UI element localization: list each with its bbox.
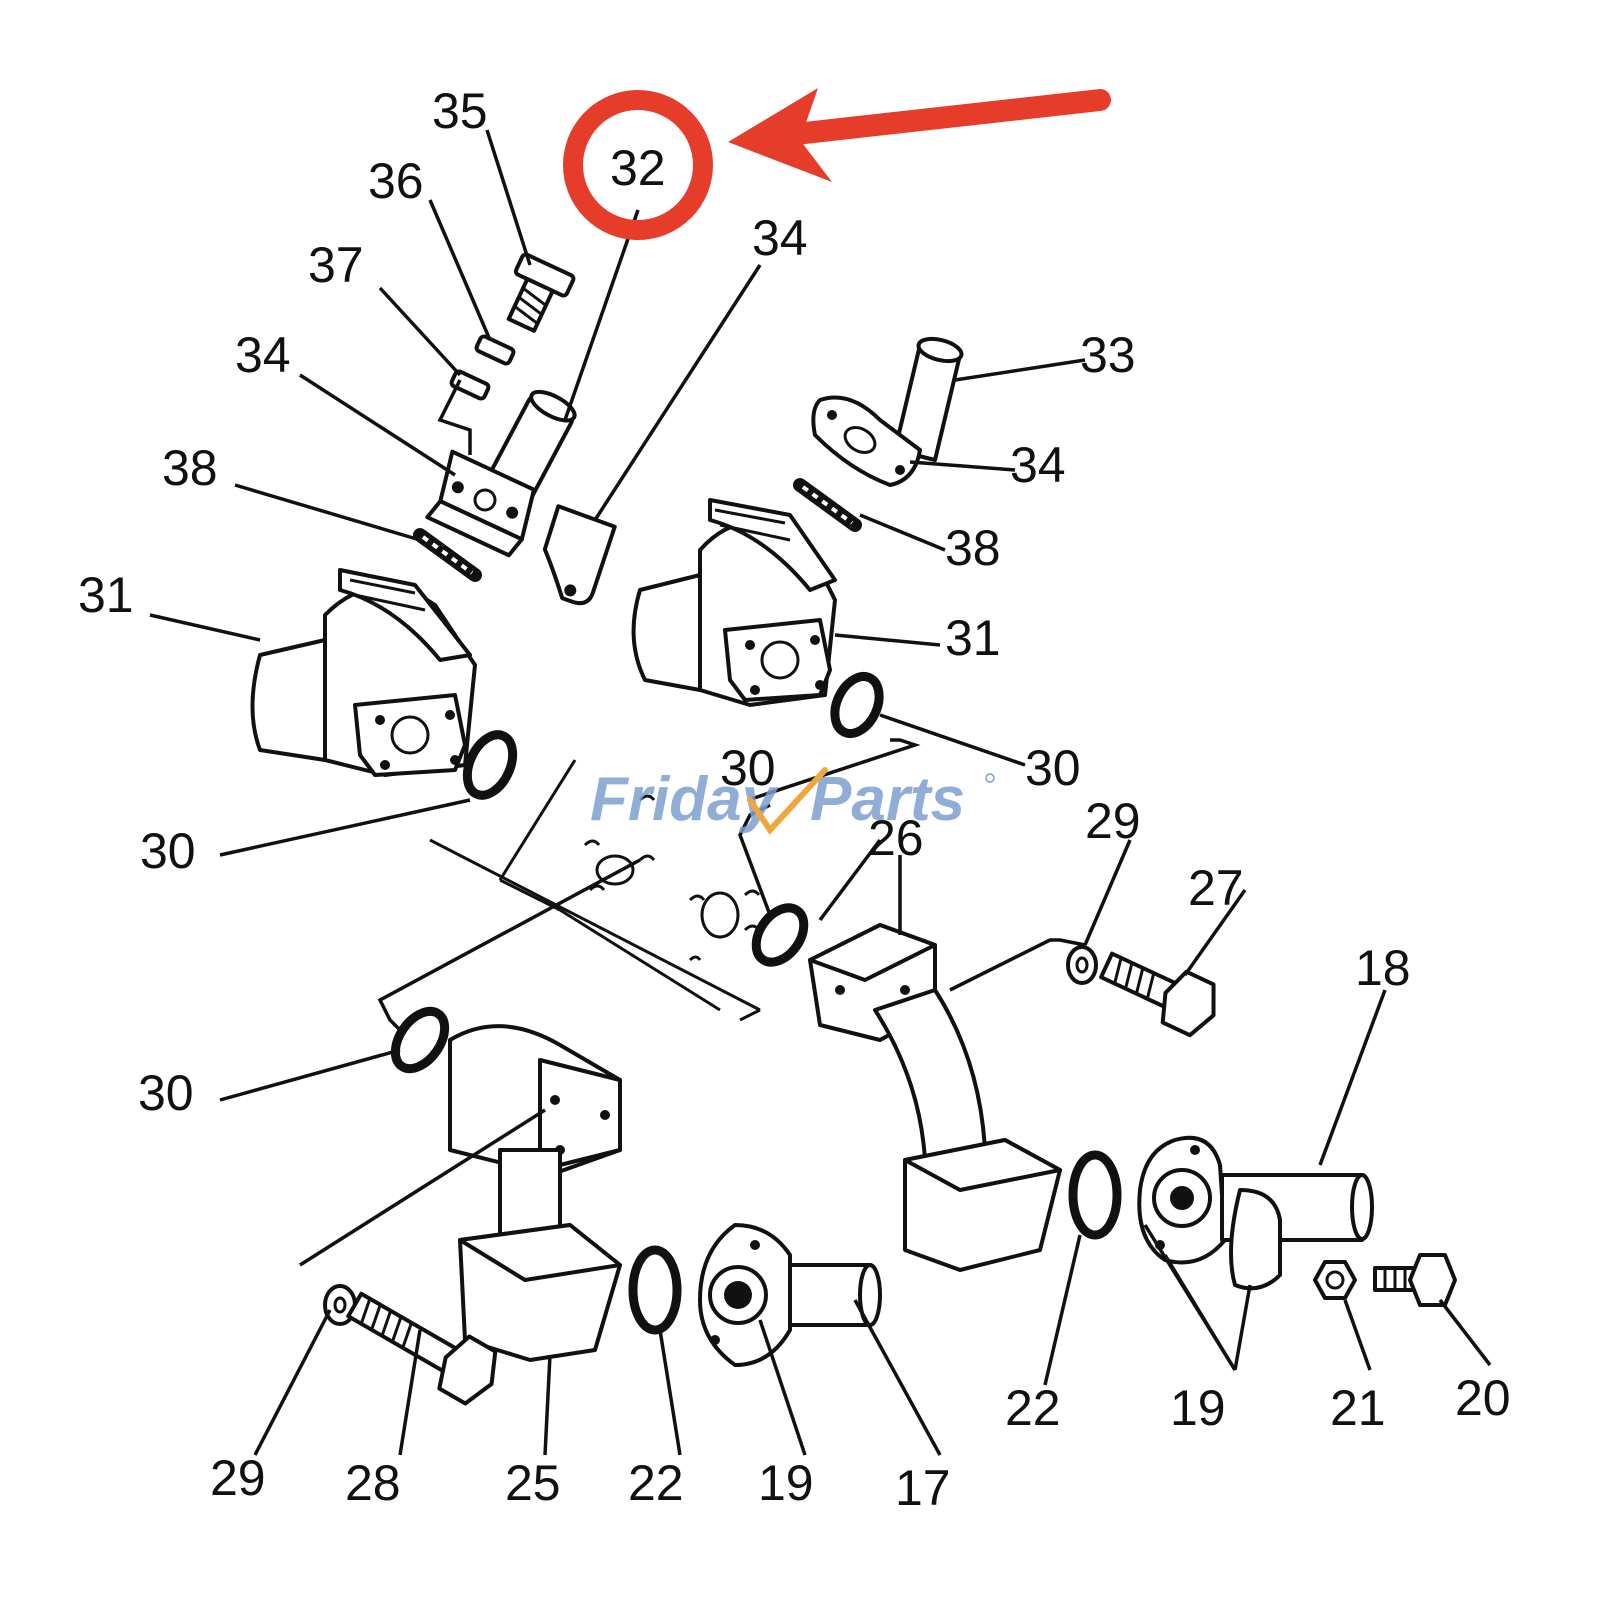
label-21[interactable]: 21: [1330, 1380, 1386, 1436]
highlight-arrow-shaft: [749, 89, 1111, 149]
part-35-bolt[interactable]: [496, 252, 576, 336]
manifold-outline: [429, 759, 761, 1022]
watermark-text-b: Parts: [810, 765, 965, 834]
part-34-flange-left[interactable]: [423, 449, 543, 558]
label-36[interactable]: 36: [368, 153, 424, 209]
label-30-left[interactable]: 30: [140, 823, 196, 879]
watermark-accent: [747, 767, 828, 835]
label-34-right[interactable]: 34: [1010, 437, 1066, 493]
part-33-outlet-pipe[interactable]: [811, 335, 964, 487]
part-26-elbow-intake[interactable]: [808, 923, 1062, 1272]
label-33[interactable]: 33: [1080, 327, 1136, 383]
label-37[interactable]: 37: [308, 237, 364, 293]
part-17-pipe-lower[interactable]: [788, 1263, 882, 1327]
label-19-right[interactable]: 19: [1170, 1380, 1226, 1436]
highlight-annotation: [563, 88, 1111, 240]
label-31-right[interactable]: 31: [945, 610, 1001, 666]
label-20[interactable]: 20: [1455, 1370, 1511, 1426]
part-38-gasket-right[interactable]: [793, 478, 862, 532]
label-34-left[interactable]: 34: [235, 327, 291, 383]
label-31-left[interactable]: 31: [78, 567, 134, 623]
part-37-spring-washer[interactable]: [449, 369, 491, 401]
part-30-oring-a[interactable]: [458, 728, 521, 803]
label-17[interactable]: 17: [895, 1460, 951, 1516]
part-38-gasket-left[interactable]: [413, 528, 482, 582]
part-30-oring-c[interactable]: [746, 899, 813, 971]
label-38-right[interactable]: 38: [945, 520, 1001, 576]
part-18-pipe-right[interactable]: [1220, 1173, 1374, 1291]
highlight-circle: [563, 90, 713, 240]
label-32[interactable]: 32: [610, 140, 666, 196]
label-19-left[interactable]: 19: [758, 1455, 814, 1511]
part-labels: 35 32 36 37 34 34 33 34 38 38 31 31 30 3…: [78, 83, 1511, 1516]
label-22-left[interactable]: 22: [628, 1455, 684, 1511]
label-18[interactable]: 18: [1355, 940, 1411, 996]
label-30-center[interactable]: 30: [720, 740, 776, 796]
part-21-nut[interactable]: [1313, 1260, 1357, 1300]
part-36-washer[interactable]: [474, 334, 516, 366]
part-19-flange-lower[interactable]: [698, 1223, 792, 1367]
label-26[interactable]: 26: [868, 810, 924, 866]
label-25[interactable]: 25: [505, 1455, 561, 1511]
label-38-left[interactable]: 38: [162, 440, 218, 496]
part-30-oring-d[interactable]: [385, 1002, 454, 1077]
label-35[interactable]: 35: [432, 83, 488, 139]
watermark-reg-mark: [985, 773, 995, 783]
part-31-carburetor-left[interactable]: [250, 568, 477, 777]
part-34-gasket-center[interactable]: [529, 504, 617, 607]
part-20-bolt[interactable]: [1373, 1253, 1457, 1307]
label-27[interactable]: 27: [1188, 860, 1244, 916]
part-25-elbow-intake[interactable]: [448, 1024, 622, 1362]
part-29-washer-right[interactable]: [1066, 945, 1098, 985]
watermark-logo: Friday Parts: [590, 765, 995, 835]
label-28[interactable]: 28: [345, 1455, 401, 1511]
part-19-flange-right[interactable]: [1137, 1135, 1227, 1265]
part-31-carburetor-right[interactable]: [631, 498, 837, 707]
label-22-right[interactable]: 22: [1005, 1380, 1061, 1436]
label-29-left[interactable]: 29: [210, 1450, 266, 1506]
part-27-bolt[interactable]: [1095, 940, 1226, 1041]
part-22-oring-a[interactable]: [628, 1245, 682, 1335]
part-28-bolt[interactable]: [340, 1279, 507, 1410]
part-22-oring-b[interactable]: [1068, 1150, 1122, 1240]
leader-lines: [149, 129, 1492, 1456]
highlight-arrow-head: [728, 88, 832, 182]
label-30-right[interactable]: 30: [1025, 740, 1081, 796]
part-30-oring-b[interactable]: [826, 669, 888, 740]
label-34-center[interactable]: 34: [752, 210, 808, 266]
label-29-right[interactable]: 29: [1085, 793, 1141, 849]
label-30-lower[interactable]: 30: [138, 1065, 194, 1121]
